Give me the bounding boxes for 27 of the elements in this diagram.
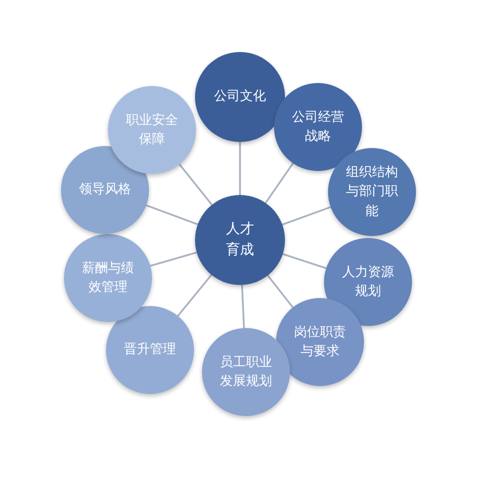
circle-label: 岗位职责与要求 xyxy=(293,324,347,361)
circle-label: 领导风格 xyxy=(78,181,132,200)
circle-label: 薪酬与绩效管理 xyxy=(81,260,135,297)
center-circle xyxy=(195,195,285,285)
connector-line xyxy=(146,204,198,226)
topic-circle xyxy=(202,328,290,416)
circle-label: 员工职业发展规划 xyxy=(219,354,273,391)
connector-line xyxy=(241,284,245,328)
connector-line xyxy=(177,274,212,317)
connector-line xyxy=(150,252,197,267)
topic-circle xyxy=(64,234,152,322)
circle-label: 公司文化 xyxy=(213,88,267,106)
circle-label: 人力资源规划 xyxy=(341,264,395,301)
circle-label: 公司经营战略 xyxy=(291,108,345,146)
connector-line xyxy=(282,253,326,270)
connector-line xyxy=(178,164,213,206)
topic-circle xyxy=(328,148,416,236)
connector-line xyxy=(264,162,294,204)
topic-circle xyxy=(106,306,194,394)
connector-line xyxy=(267,274,294,308)
connector-line xyxy=(239,142,241,195)
topic-circle xyxy=(108,86,196,174)
circle-label: 职业安全保障 xyxy=(125,112,179,149)
connector-line xyxy=(282,206,331,226)
circle-label: 晋升管理 xyxy=(123,341,177,360)
circle-label: 人才育成 xyxy=(225,220,255,260)
circle-label: 组织结构与部门职能 xyxy=(345,164,399,221)
